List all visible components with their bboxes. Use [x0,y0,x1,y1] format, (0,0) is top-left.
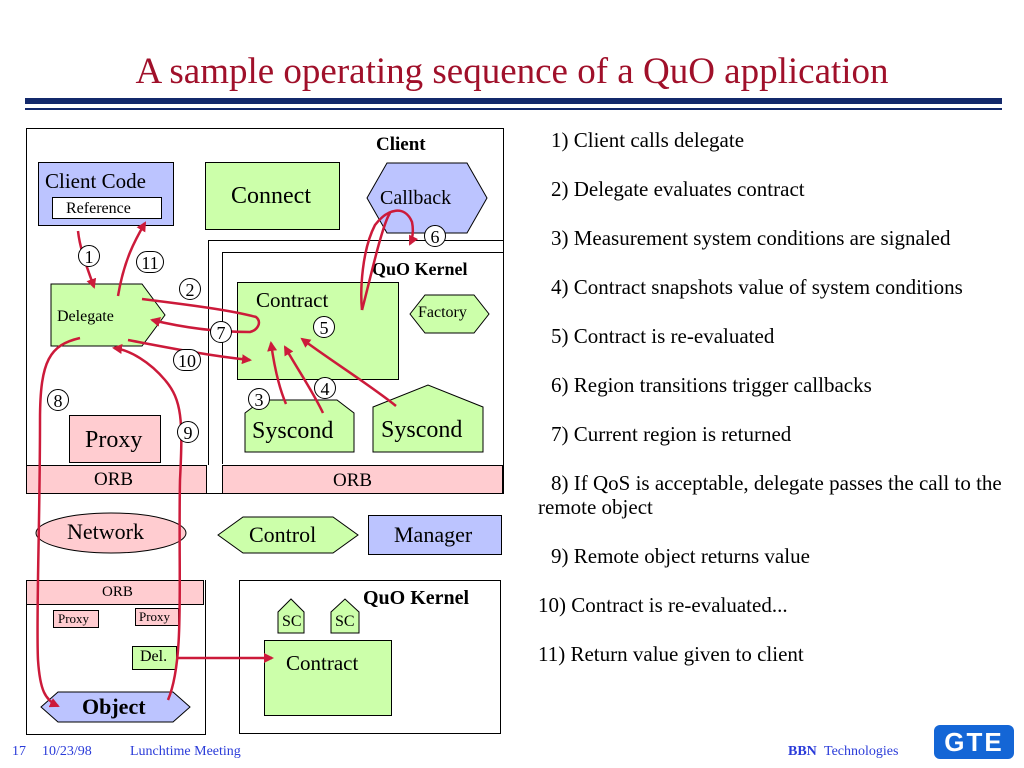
client-orb-right-label: ORB [333,470,373,491]
sc-2-shape[interactable] [330,598,360,634]
step-marker-5: 5 [313,316,335,338]
arrow-5 [300,337,397,407]
arrow-3 [267,341,288,405]
footer-date: 10/23/98 [42,744,92,759]
server-proxy-2-label: Proxy [139,609,171,624]
reference-label: Reference [66,200,131,217]
client-orb-right [222,465,503,494]
syscond-2-shape[interactable] [372,384,484,453]
arrow-6b [360,212,392,311]
contract-label: Contract [256,288,329,312]
kernel-outer-region [208,240,504,465]
client-code-label: Client Code [45,169,146,193]
step-2: 2) Delegate evaluates contract [551,177,805,201]
step-5: 5) Contract is re-evaluated [551,324,775,348]
client-orb-left-label: ORB [94,469,134,490]
server-delegate-box[interactable] [132,646,177,670]
quo-kernel-region [222,252,503,464]
footer-company-rest: Technologies [824,744,899,759]
delegate-shape[interactable] [50,283,166,347]
step-7: 7) Current region is returned [551,422,792,446]
step-3: 3) Measurement system conditions are sig… [551,226,951,250]
page-title: A sample operating sequence of a QuO app… [135,51,889,92]
server-contract-label: Contract [286,651,359,675]
arrow-2 [141,297,261,334]
server-orb [26,580,204,605]
manager-label: Manager [394,522,473,547]
step-marker-6: 6 [424,225,446,247]
arrow-11 [116,221,147,297]
step-9: 9) Remote object returns value [551,544,810,568]
footer-company-bold: BBN [788,744,817,759]
object-label: Object [82,694,146,719]
client-heading: Client [376,134,426,155]
arrow-8 [36,336,81,708]
sc-2-label: SC [335,613,355,630]
step-marker-3: 3 [248,388,270,410]
footer-event: Lunchtime Meeting [130,744,241,759]
factory-shape[interactable] [409,294,490,334]
step-marker-7: 7 [210,321,232,343]
factory-label: Factory [418,304,467,321]
connect-box[interactable] [205,162,340,230]
step-marker-4: 4 [314,377,336,399]
step-11: 11) Return value given to client [538,642,804,666]
syscond-2-label: Syscond [381,417,463,443]
client-proxy-box[interactable] [69,415,161,463]
client-orb-left [26,465,207,494]
step-marker-9: 9 [177,421,199,443]
control-label: Control [249,522,317,547]
step-10: 10) Contract is re-evaluated... [538,593,788,617]
delegate-label: Delegate [57,308,114,325]
server-contract-box[interactable] [264,640,392,716]
footer-page-number: 17 [12,744,26,759]
quo-kernel-label: QuO Kernel [372,259,468,279]
server-orb-label: ORB [102,584,133,600]
step-1: 1) Client calls delegate [551,128,745,152]
server-delegate-label: Del. [140,648,168,665]
step-marker-1: 1 [78,245,100,267]
object-shape[interactable] [40,691,191,723]
step-marker-10: 10 [173,349,201,371]
arrow-4 [283,345,325,414]
sc-1-shape[interactable] [277,598,305,634]
step-4: 4) Contract snapshots value of system co… [551,275,963,299]
step-marker-8: 8 [47,389,69,411]
server-proxy-1[interactable] [53,610,99,628]
client-proxy-label: Proxy [85,427,143,453]
step-marker-2: 2 [179,278,201,300]
connect-label: Connect [231,183,311,209]
step-marker-11: 11 [136,251,164,273]
steps-list: 1) Client calls delegate 2) Delegate eva… [538,128,1008,691]
step-8: 8) If QoS is acceptable, delegate passes… [538,471,1002,519]
network-label: Network [67,519,144,544]
control-shape[interactable] [217,516,359,554]
callback-shape[interactable] [366,162,488,234]
gte-logo: GTE [934,725,1014,759]
manager-box[interactable] [368,515,502,555]
title-rule-thick [25,98,1002,104]
sc-1-label: SC [282,613,302,630]
title-rule-thin [25,108,1002,110]
syscond-1-label: Syscond [252,418,334,444]
network-shape[interactable] [35,512,187,554]
server-quo-kernel-label: QuO Kernel [363,587,470,609]
callback-label: Callback [380,187,452,209]
step-6: 6) Region transitions trigger callbacks [551,373,872,397]
reference-box[interactable] [52,197,162,219]
arrow-6 [360,209,419,311]
server-proxy-1-label: Proxy [58,611,90,626]
arrow-9 [112,344,183,701]
